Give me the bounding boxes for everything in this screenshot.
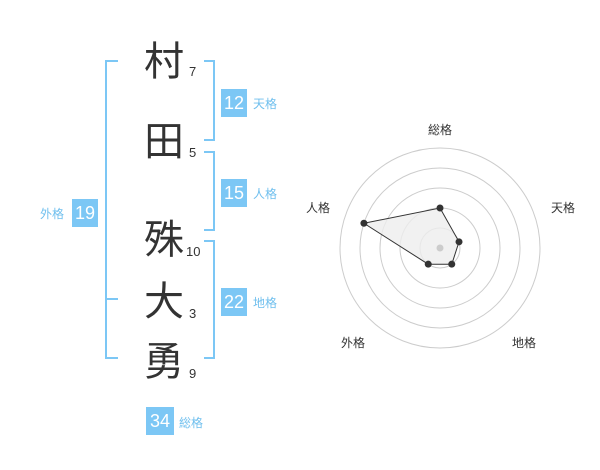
tenkaku-bracket	[204, 60, 215, 141]
radar-point-3	[424, 260, 432, 268]
name-kanji-2: 田	[144, 119, 184, 165]
stroke-count-5: 9	[189, 366, 197, 381]
radar-ring-4	[359, 167, 521, 329]
radar-point-2	[448, 260, 456, 268]
radar-point-1	[455, 238, 463, 246]
radar-label-gaikaku: 外格	[341, 335, 365, 350]
gaikaku-bracket	[105, 60, 118, 359]
radar-center-dot	[436, 244, 444, 252]
radar-label-jinkaku: 人格	[306, 200, 330, 215]
jinkaku-label: 人格	[253, 187, 278, 201]
name-kanji-4: 大	[144, 279, 184, 325]
chikaku-badge: 22	[221, 288, 247, 316]
name-kanji-3: 殊	[144, 217, 184, 263]
radar-point-0	[436, 204, 444, 212]
gaikaku-badge: 19	[72, 199, 98, 227]
radar-ring-3	[379, 187, 501, 309]
gaikaku-label: 外格	[40, 207, 65, 221]
name-kanji-1: 村	[144, 39, 184, 85]
radar-rings	[339, 147, 541, 349]
radar-points	[360, 204, 463, 268]
jinkaku-bracket	[204, 151, 215, 231]
soukaku-label: 総格	[179, 416, 204, 430]
stroke-count-3: 10	[186, 244, 201, 259]
radar-label-soukaku: 総格	[428, 122, 452, 137]
tenkaku-label: 天格	[253, 97, 278, 111]
radar-point-4	[360, 219, 368, 227]
chikaku-label: 地格	[253, 296, 278, 310]
stroke-count-2: 5	[189, 145, 197, 160]
radar-ring-5	[339, 147, 541, 349]
jinkaku-badge: 15	[221, 179, 247, 207]
stroke-count-4: 3	[189, 306, 197, 321]
chikaku-bracket	[204, 240, 215, 359]
tenkaku-badge: 12	[221, 89, 247, 117]
soukaku-badge: 34	[146, 407, 174, 435]
radar-polygon	[362, 207, 460, 265]
radar-label-chikaku: 地格	[512, 335, 536, 350]
radar-label-tenkaku: 天格	[551, 200, 575, 215]
stroke-count-1: 7	[189, 64, 197, 79]
name-kanji-5: 勇	[144, 339, 184, 385]
